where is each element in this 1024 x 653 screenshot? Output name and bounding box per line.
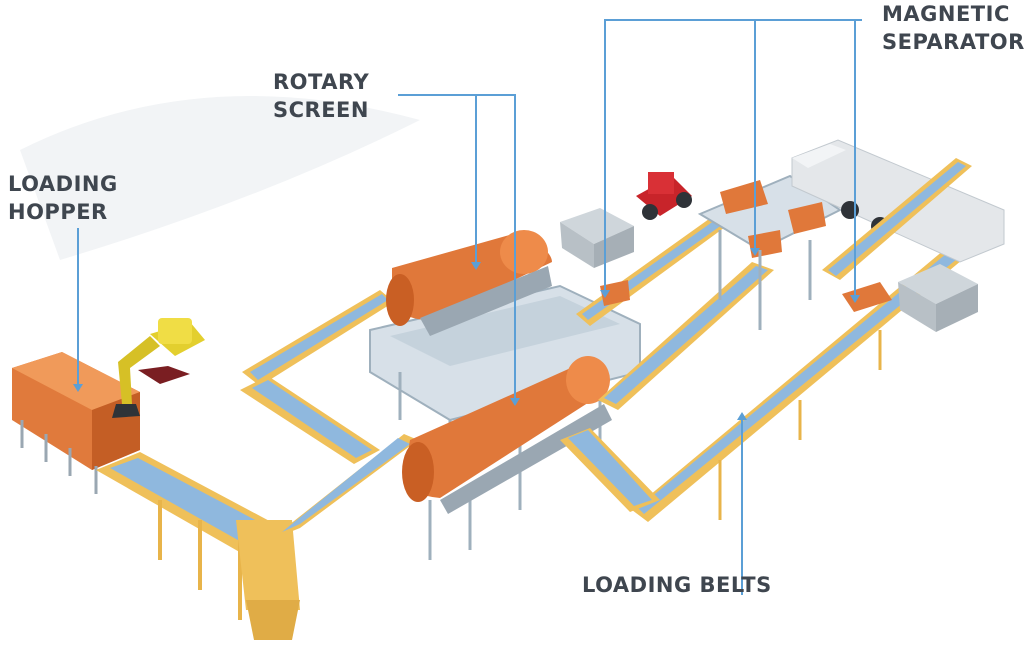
tractor <box>636 172 692 220</box>
loading-belts-label-text: LOADING BELTS <box>582 573 772 597</box>
incline-conveyor <box>270 434 418 540</box>
magnetic-separator-label-line-1: MAGNETIC <box>882 2 1010 26</box>
rotary-screen-label-line-2: SCREEN <box>273 98 369 122</box>
feed-conveyor <box>96 452 300 640</box>
leader-loading-hopper <box>73 228 83 392</box>
side-conveyor-left <box>240 290 394 464</box>
loading-hopper-label-line-2: HOPPER <box>8 200 108 224</box>
rotary-drum-lower <box>402 356 612 514</box>
sorting-station <box>576 174 842 330</box>
magnetic-separator-label: MAGNETIC SEPARATOR <box>882 0 1024 56</box>
rotary-screen-label: ROTARY SCREEN <box>273 68 369 124</box>
loading-belts <box>560 240 974 522</box>
excavator <box>112 318 205 418</box>
bin-right <box>898 264 978 332</box>
right-conveyor <box>822 158 972 312</box>
rotary-drum-upper <box>386 230 552 336</box>
ground-shadow <box>20 96 420 260</box>
leader-magnetic-separator <box>600 19 862 303</box>
rotary-screen-label-line-1: ROTARY <box>273 70 370 94</box>
loading-hopper-label: LOADING HOPPER <box>8 170 118 226</box>
loading-hopper-label-line-1: LOADING <box>8 172 118 196</box>
bin-left <box>560 208 634 268</box>
loading-belts-label: LOADING BELTS <box>582 571 772 599</box>
leader-rotary-screen <box>398 94 520 406</box>
leader-loading-belts <box>737 412 747 595</box>
long-conveyor <box>598 262 774 410</box>
magnetic-separator-label-line-2: SEPARATOR <box>882 30 1024 54</box>
